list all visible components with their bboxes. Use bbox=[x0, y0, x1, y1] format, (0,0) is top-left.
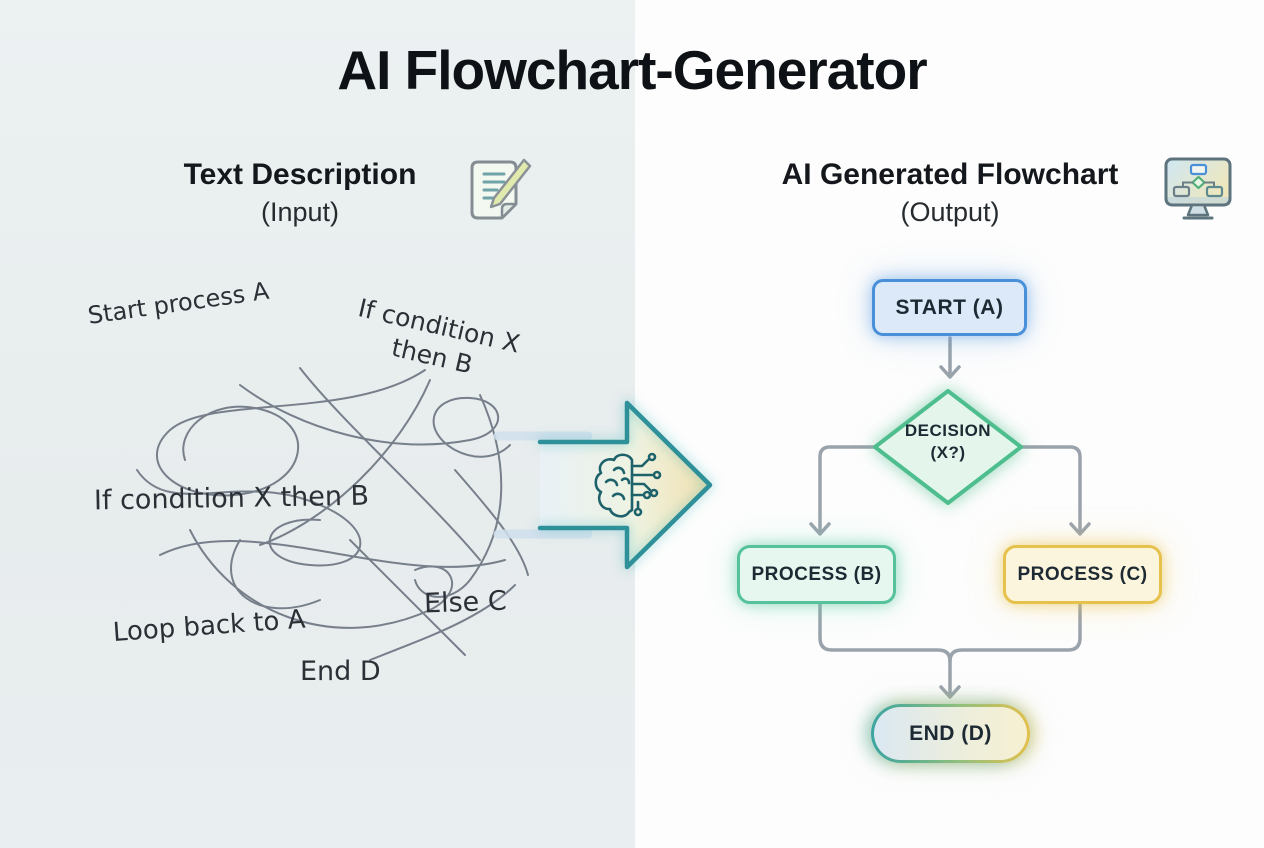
note-end-d: End D bbox=[300, 656, 381, 687]
edge-process-c-end bbox=[948, 602, 1082, 663]
input-panel-background bbox=[0, 0, 635, 848]
decision-label-line: DECISION bbox=[904, 421, 992, 440]
note-else-c: Else C bbox=[423, 585, 508, 620]
input-panel-subheading: (Input) bbox=[260, 197, 340, 227]
edge-decision-process-b bbox=[818, 445, 876, 532]
flow-node-end-label: END (D) bbox=[874, 707, 1027, 760]
output-panel-heading: AI Generated Flowchart bbox=[781, 158, 1119, 191]
note-if-condition-x-then-b: If condition X then B bbox=[93, 480, 370, 517]
output-panel-subheading: (Output) bbox=[900, 197, 1000, 227]
decision-sublabel-line: (X?) bbox=[930, 443, 966, 463]
flow-node-end: END (D) bbox=[871, 704, 1030, 763]
flow-node-start: START (A) bbox=[872, 279, 1027, 336]
ai-brain-circuit-icon bbox=[594, 452, 662, 518]
arrowhead bbox=[809, 522, 831, 536]
decision-diamond-shape bbox=[873, 389, 1023, 505]
arrowhead bbox=[939, 365, 961, 379]
scribble-tangle bbox=[136, 367, 529, 661]
note-pencil-icon bbox=[462, 152, 536, 233]
edge-process-b-end bbox=[818, 602, 952, 695]
flow-node-process-c: PROCESS (C) bbox=[1003, 545, 1162, 604]
arrowhead bbox=[1069, 522, 1091, 536]
flow-node-process-b: PROCESS (B) bbox=[737, 545, 896, 604]
page-title: AI Flowchart-Generator bbox=[337, 39, 927, 101]
transform-arrow bbox=[493, 400, 713, 570]
edge-decision-process-c bbox=[1020, 445, 1082, 532]
arrowhead bbox=[939, 685, 961, 699]
input-panel-heading: Text Description bbox=[183, 158, 417, 191]
flow-node-decision-label: DECISION (X?) bbox=[873, 420, 1023, 464]
monitor-flowchart-icon bbox=[1160, 155, 1236, 232]
flowchart-connectors bbox=[809, 336, 1091, 699]
